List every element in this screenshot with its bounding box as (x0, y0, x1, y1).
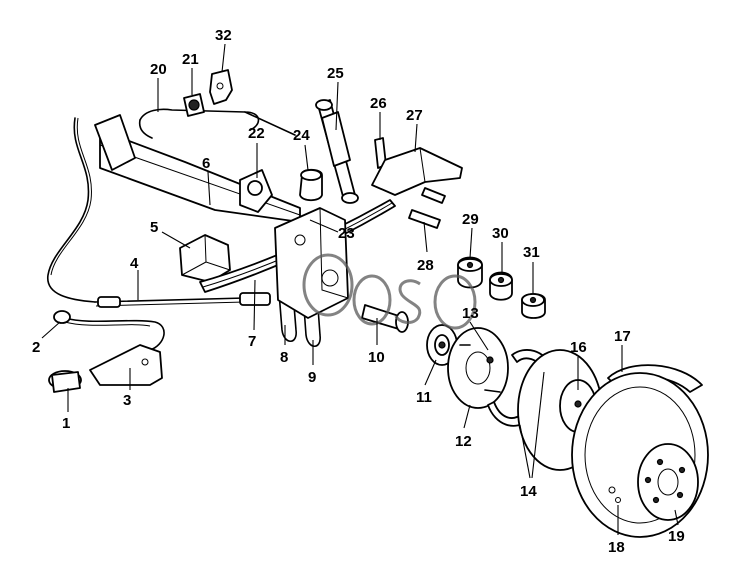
callout-22: 22 (248, 125, 265, 142)
callout-12: 12 (455, 433, 472, 450)
bump-stops (239, 168, 323, 213)
callout-28: 28 (417, 257, 434, 274)
callout-13: 13 (462, 305, 479, 322)
callout-18: 18 (608, 539, 625, 556)
wheel-hub (637, 443, 699, 521)
callout-9: 9 (308, 369, 316, 386)
callout-5: 5 (150, 219, 158, 236)
callout-21: 21 (182, 51, 199, 68)
callout-11: 11 (416, 389, 432, 406)
leader-lines (41, 43, 679, 535)
callout-14: 14 (520, 483, 537, 500)
callout-25: 25 (327, 65, 344, 82)
crossmember (94, 108, 301, 223)
callout-16: 16 (570, 339, 587, 356)
callout-10: 10 (368, 349, 385, 366)
bushings (457, 256, 546, 319)
bracket-assembly (48, 344, 163, 393)
callout-24: 24 (293, 127, 310, 144)
callout-17: 17 (614, 328, 631, 345)
callout-31: 31 (523, 244, 540, 261)
callout-3: 3 (123, 392, 131, 409)
watermark-logo (302, 253, 477, 330)
callout-6: 6 (202, 155, 210, 172)
callout-7: 7 (248, 333, 256, 350)
callout-29: 29 (462, 211, 479, 228)
callout-30: 30 (492, 225, 509, 242)
upper-bracket (371, 137, 463, 229)
brake-line-parts (47, 117, 271, 351)
spring-hanger (179, 234, 231, 283)
callout-4: 4 (130, 255, 139, 272)
callout-23: 23 (338, 225, 355, 242)
callout-19: 19 (668, 528, 685, 545)
callout-32: 32 (215, 27, 232, 44)
shock-absorber (315, 99, 359, 204)
callout-26: 26 (370, 95, 387, 112)
callout-20: 20 (150, 61, 167, 78)
callout-8: 8 (280, 349, 288, 366)
callout-27: 27 (406, 107, 423, 124)
callout-1: 1 (62, 415, 70, 432)
stabilizer-mounts (183, 69, 233, 117)
callout-2: 2 (32, 339, 40, 356)
callout-labels: 1 2 3 4 5 6 7 8 9 10 11 12 13 14 16 17 1… (32, 27, 685, 556)
backing-plate (447, 327, 509, 409)
